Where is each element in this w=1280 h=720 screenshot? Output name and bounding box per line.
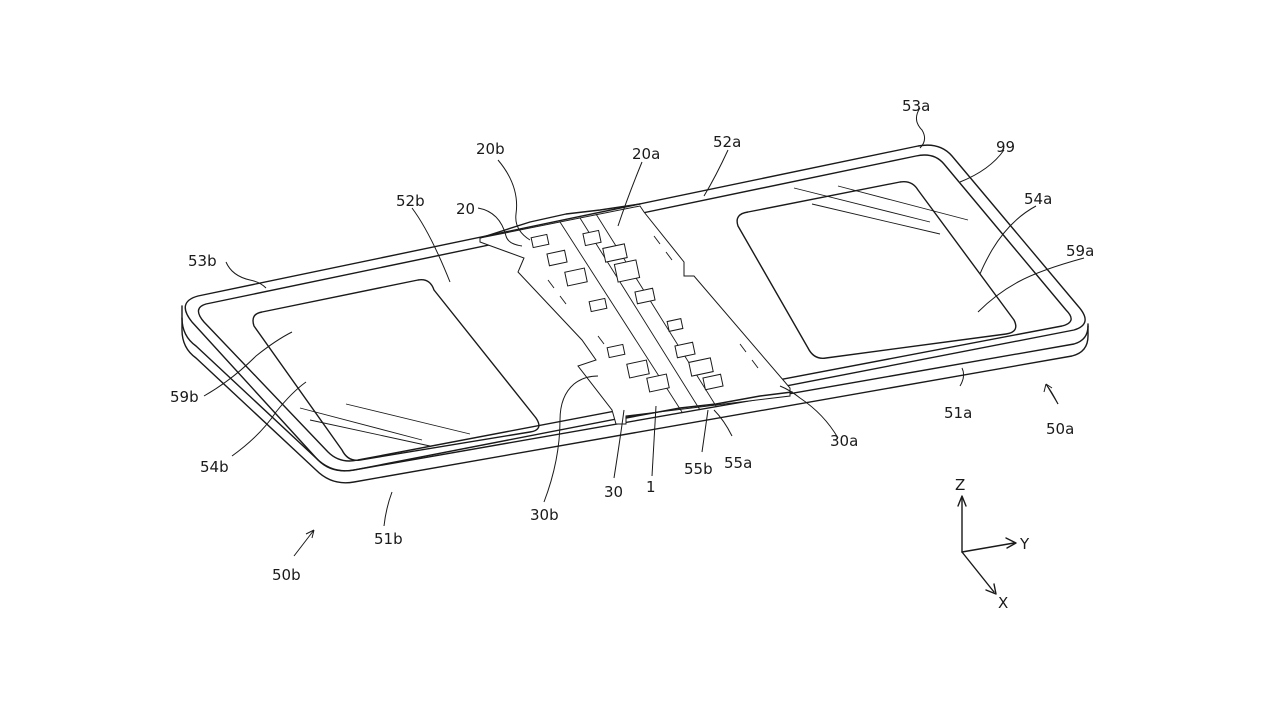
- label-50a: 50a: [1046, 420, 1074, 438]
- x-axis-line: [961, 551, 995, 593]
- coordinate-axes: Z Y X: [955, 476, 1030, 612]
- left-glare-line-1: [299, 407, 423, 441]
- label-53b: 53b: [188, 252, 217, 270]
- label-50b: 50b: [272, 566, 301, 584]
- hinge-ticks: [547, 235, 759, 369]
- right-glare-line-3: [837, 185, 969, 221]
- right-display-window: [736, 180, 1017, 359]
- label-53a: 53a: [902, 97, 930, 115]
- left-glare-line-3: [345, 403, 471, 435]
- label-30b: 30b: [530, 506, 559, 524]
- axis-label-z: Z: [955, 476, 965, 494]
- leader-lines: [203, 107, 1085, 557]
- device-inner-rim: [197, 154, 1072, 462]
- hinge-links: [530, 229, 724, 393]
- right-glare-line-2: [811, 203, 941, 235]
- axis-label-x: X: [998, 594, 1008, 612]
- axis-label-y: Y: [1019, 535, 1030, 553]
- label-51a: 51a: [944, 404, 972, 422]
- label-99: 99: [996, 138, 1015, 156]
- y-axis-line: [961, 542, 1015, 553]
- z-axis-arrow: [957, 495, 967, 507]
- label-55a: 55a: [724, 454, 752, 472]
- label-20: 20: [456, 200, 475, 218]
- label-54a: 54a: [1024, 190, 1052, 208]
- label-1: 1: [646, 478, 656, 496]
- label-52a: 52a: [713, 133, 741, 151]
- label-20b: 20b: [476, 140, 505, 158]
- label-52b: 52b: [396, 192, 425, 210]
- hinge-plate: [479, 205, 791, 425]
- label-54b: 54b: [200, 458, 229, 476]
- hinge-spine-right: [579, 217, 701, 411]
- label-51b: 51b: [374, 530, 403, 548]
- reference-labels: 53a 99 20b 20a 52a 52b 20 54a 53b 59a 59…: [170, 97, 1094, 584]
- y-axis-arrow: [1005, 537, 1017, 549]
- label-30: 30: [604, 483, 623, 501]
- device-bottom-edge: [181, 305, 1089, 484]
- x-axis-arrow: [985, 583, 997, 595]
- label-59a: 59a: [1066, 242, 1094, 260]
- left-glare-line-2: [309, 419, 431, 447]
- left-display-window: [252, 279, 540, 461]
- label-20a: 20a: [632, 145, 660, 163]
- hinge-top-cover: [479, 203, 641, 239]
- right-glare-line-1: [793, 187, 931, 223]
- label-55b: 55b: [684, 460, 713, 478]
- label-59b: 59b: [170, 388, 199, 406]
- label-30a: 30a: [830, 432, 858, 450]
- device-top-outline: [184, 144, 1086, 472]
- hinge-bottom-cover: [625, 391, 793, 419]
